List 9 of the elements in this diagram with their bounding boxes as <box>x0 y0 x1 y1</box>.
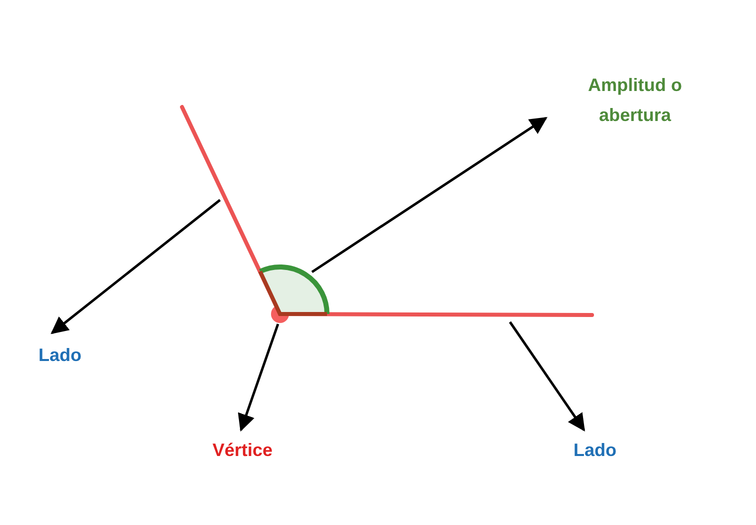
part-label: Vértice <box>200 435 285 465</box>
leader-arrow <box>238 324 280 432</box>
leader-arrow <box>508 321 586 432</box>
part-label: Lado <box>565 435 625 465</box>
leader-arrow <box>50 199 221 334</box>
leader-arrow <box>311 116 548 274</box>
part-label: Lado <box>30 340 90 370</box>
angle-sector <box>258 264 330 316</box>
part-label: Amplitud o abertura <box>585 70 685 130</box>
